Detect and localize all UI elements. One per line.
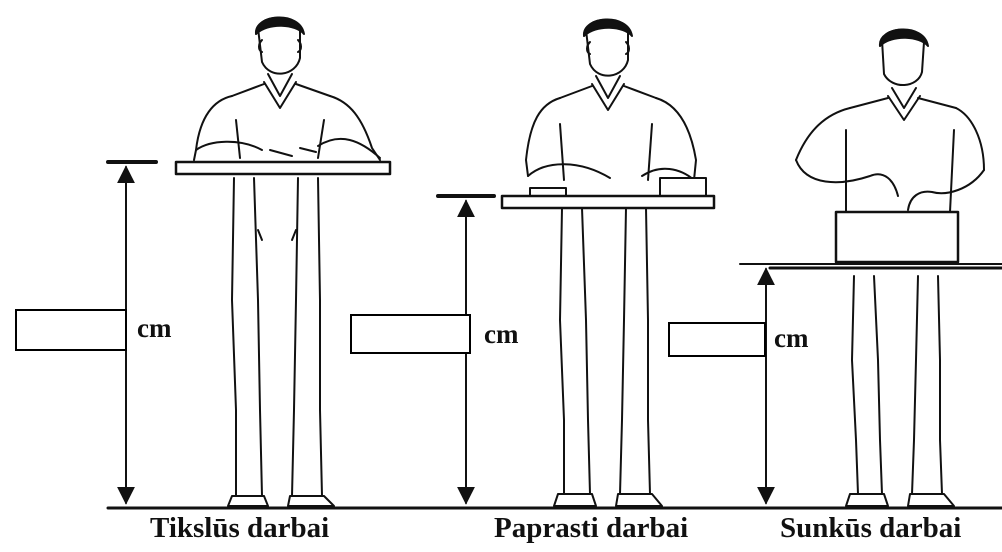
height-input-ordinary[interactable] [350, 314, 471, 354]
figure-heavy-work [795, 28, 985, 507]
object-small-box [659, 177, 707, 197]
height-input-precise[interactable] [15, 309, 127, 351]
object-large-box [834, 210, 960, 264]
figure-ordinary-work [525, 18, 697, 507]
caption-ordinary-work: Paprasti darbai [494, 512, 689, 544]
workbench-top-precise [174, 160, 392, 176]
caption-heavy-work: Sunkūs darbai [780, 512, 962, 544]
workbench-top-ordinary [500, 194, 716, 210]
unit-label-ordinary: cm [484, 319, 519, 349]
unit-label-heavy: cm [774, 323, 809, 353]
figure-precise-work [193, 16, 381, 507]
unit-label-precise: cm [137, 313, 172, 343]
caption-precise-work: Tikslūs darbai [150, 512, 330, 544]
height-input-heavy[interactable] [668, 322, 766, 357]
